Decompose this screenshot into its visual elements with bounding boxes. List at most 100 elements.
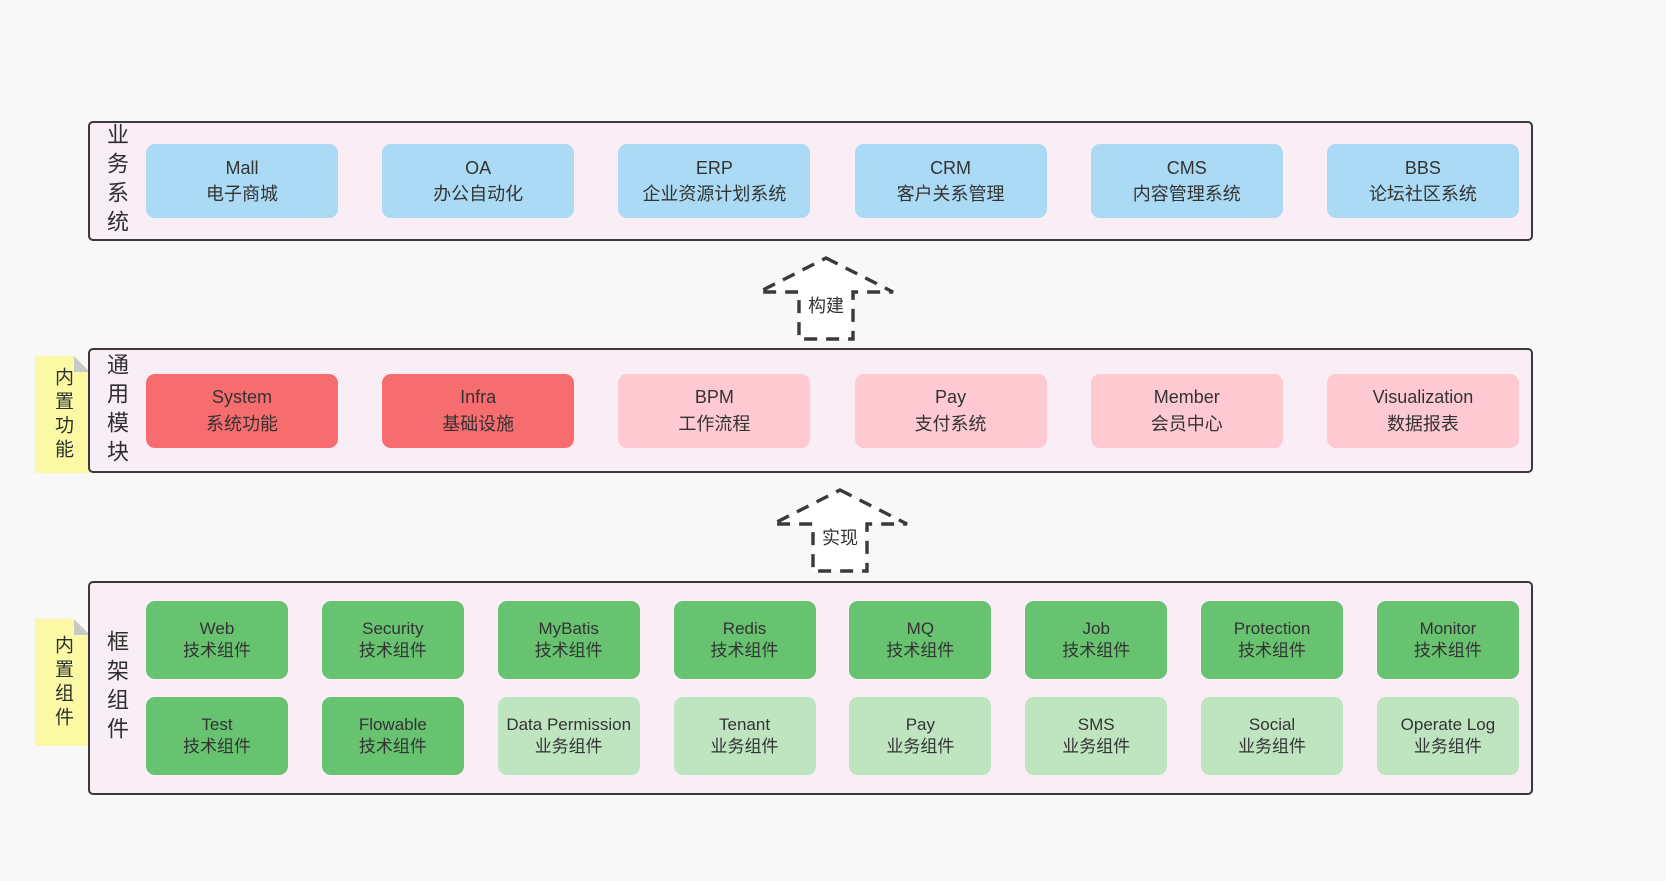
box-title: MyBatis: [538, 618, 599, 638]
box-crm: CRM 客户关系管理: [854, 144, 1047, 218]
box-title: Visualization: [1372, 387, 1474, 408]
components-section-label-text: 框架组件: [104, 630, 129, 746]
box-subtitle: 业务组件: [534, 737, 603, 756]
box-title: OA: [465, 157, 492, 178]
box-title: Security: [362, 618, 424, 638]
box-title: Operate Log: [1400, 714, 1496, 734]
framework-components-section: 框架组件 Web 技术组件 Security 技术组件 MyBatis 技术组件…: [88, 581, 1533, 795]
box-title: System: [211, 387, 272, 408]
box-subtitle: 客户关系管理: [896, 184, 1005, 204]
box-security: Security 技术组件: [321, 601, 464, 679]
box-title: Protection: [1233, 618, 1311, 638]
box-subtitle: 技术组件: [534, 641, 603, 660]
box-pay-business: Pay 业务组件: [849, 697, 992, 775]
box-subtitle: 系统功能: [206, 413, 278, 434]
box-subtitle: 技术组件: [1062, 641, 1131, 660]
box-flowable: Flowable 技术组件: [321, 697, 464, 775]
box-web: Web 技术组件: [146, 601, 288, 679]
box-subtitle: 技术组件: [886, 641, 955, 660]
box-monitor: Monitor 技术组件: [1376, 601, 1519, 679]
box-redis: Redis 技术组件: [673, 601, 816, 679]
box-protection: Protection 技术组件: [1201, 601, 1344, 679]
box-title: MQ: [906, 618, 935, 638]
box-title: BBS: [1404, 157, 1441, 178]
box-subtitle: 技术组件: [183, 737, 251, 756]
box-bpm: BPM 工作流程: [618, 373, 811, 448]
built-in-features-note: 内置功能: [35, 356, 90, 473]
common-modules-section: 通用模块 System 系统功能 Infra 基础设施 BPM 工作流程 Pay…: [88, 348, 1533, 473]
box-subtitle: 业务组件: [710, 737, 779, 756]
box-title: Redis: [722, 618, 767, 638]
box-subtitle: 业务组件: [886, 737, 955, 756]
built-in-components-note: 内置组件: [35, 619, 90, 746]
box-title: Infra: [460, 387, 497, 408]
box-mq: MQ 技术组件: [849, 601, 992, 679]
modules-section-label: 通用模块: [90, 350, 142, 471]
box-subtitle: 支付系统: [914, 413, 987, 434]
box-tenant: Tenant 业务组件: [673, 697, 816, 775]
box-mybatis: MyBatis 技术组件: [497, 601, 640, 679]
business-section-label: 业务系统: [90, 123, 142, 239]
box-title: Pay: [905, 714, 936, 734]
box-subtitle: 企业资源计划系统: [642, 184, 787, 204]
box-subtitle: 基础设施: [442, 413, 515, 434]
box-title: ERP: [695, 157, 733, 178]
box-subtitle: 数据报表: [1386, 413, 1459, 434]
components-section-label: 框架组件: [90, 583, 142, 793]
dashed-up-arrow-icon: 实现: [772, 488, 908, 573]
box-subtitle: 业务组件: [1238, 737, 1307, 756]
business-systems-section: 业务系统 Mall 电子商城 OA 办公自动化 ERP 企业资源计划系统 CRM…: [88, 121, 1533, 241]
business-section-label-text: 业务系统: [104, 123, 129, 239]
box-title: Mall: [225, 157, 259, 178]
dashed-up-arrow-icon: 构建: [758, 256, 894, 341]
components-section-body: Web 技术组件 Security 技术组件 MyBatis 技术组件 Redi…: [142, 583, 1531, 793]
implement-arrow: 实现: [770, 487, 910, 575]
components-row-1: Web 技术组件 Security 技术组件 MyBatis 技术组件 Redi…: [146, 601, 1519, 679]
box-subtitle: 办公自动化: [433, 184, 524, 204]
build-arrow: 构建: [756, 255, 896, 343]
arrow-label: 构建: [808, 296, 844, 316]
box-title: Test: [201, 714, 233, 734]
box-cms: CMS 内容管理系统: [1090, 144, 1283, 218]
box-infra: Infra 基础设施: [382, 373, 575, 448]
box-title: Social: [1248, 714, 1296, 734]
box-subtitle: 会员中心: [1150, 413, 1223, 434]
box-mall: Mall 电子商城: [146, 144, 338, 218]
box-test: Test 技术组件: [146, 697, 288, 775]
box-system: System 系统功能: [146, 373, 338, 448]
box-subtitle: 业务组件: [1062, 737, 1131, 756]
note-text: 内置组件: [52, 634, 73, 731]
box-job: Job 技术组件: [1025, 601, 1168, 679]
box-subtitle: 技术组件: [1238, 641, 1307, 660]
box-title: Pay: [935, 387, 967, 408]
box-operate-log: Operate Log 业务组件: [1376, 697, 1519, 775]
box-oa: OA 办公自动化: [382, 144, 575, 218]
box-title: Data Permission: [506, 714, 632, 734]
box-visualization: Visualization 数据报表: [1326, 373, 1519, 448]
box-title: Flowable: [358, 714, 427, 734]
modules-section-body: System 系统功能 Infra 基础设施 BPM 工作流程 Pay 支付系统…: [142, 350, 1531, 471]
arrow-label: 实现: [822, 528, 858, 548]
box-subtitle: 技术组件: [1413, 641, 1482, 660]
modules-section-label-text: 通用模块: [104, 352, 129, 469]
box-social: Social 业务组件: [1201, 697, 1344, 775]
box-member: Member 会员中心: [1090, 373, 1283, 448]
box-subtitle: 电子商城: [206, 184, 278, 204]
box-bbs: BBS 论坛社区系统: [1326, 144, 1519, 218]
box-title: Tenant: [719, 714, 771, 734]
box-title: Web: [199, 618, 235, 638]
box-title: BPM: [694, 387, 734, 408]
box-title: Monitor: [1419, 618, 1477, 638]
box-subtitle: 工作流程: [678, 413, 751, 434]
box-subtitle: 论坛社区系统: [1368, 184, 1477, 204]
components-row-2: Test 技术组件 Flowable 技术组件 Data Permission …: [146, 697, 1519, 775]
box-subtitle: 业务组件: [1413, 737, 1482, 756]
business-section-body: Mall 电子商城 OA 办公自动化 ERP 企业资源计划系统 CRM 客户关系…: [142, 123, 1531, 239]
box-subtitle: 技术组件: [358, 641, 427, 660]
box-pay-module: Pay 支付系统: [854, 373, 1047, 448]
note-text: 内置功能: [52, 366, 73, 463]
box-title: CMS: [1166, 157, 1207, 178]
box-subtitle: 内容管理系统: [1132, 184, 1241, 204]
box-data-permission: Data Permission 业务组件: [497, 697, 640, 775]
box-subtitle: 技术组件: [183, 641, 251, 660]
